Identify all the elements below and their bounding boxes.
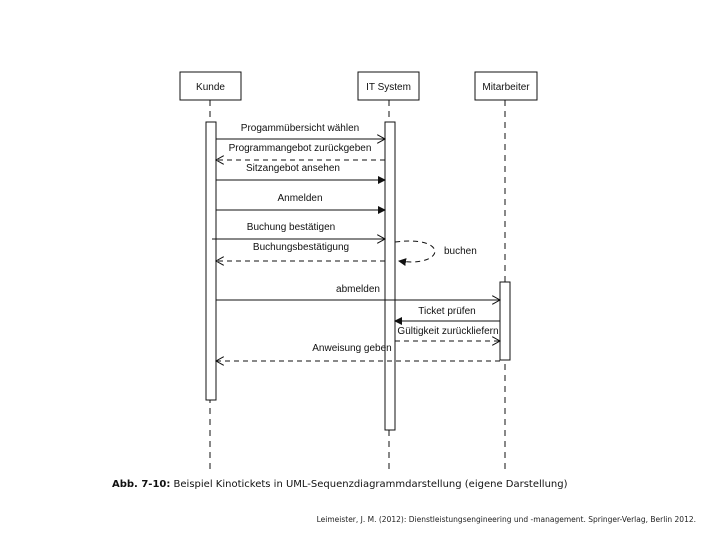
participant-it-system: IT System: [357, 71, 420, 101]
message-anmelden: Anmelden: [216, 193, 386, 214]
participant-it-system-label: IT System: [366, 82, 411, 93]
source-citation: Leimeister, J. M. (2012): Dienstleistung…: [316, 515, 696, 524]
message-ticket-pruefen-label: Ticket prüfen: [418, 306, 475, 317]
message-sitzangebot: Sitzangebot ansehen: [216, 163, 386, 184]
message-ticket-pruefen: Ticket prüfen: [394, 306, 500, 325]
message-anweisung: Anweisung geben: [216, 343, 500, 361]
figure-caption: Abb. 7-10: Beispiel Kinotickets in UML-S…: [112, 479, 568, 490]
figure-caption-prefix: Abb. 7-10:: [112, 479, 171, 490]
message-anmelden-label: Anmelden: [277, 193, 322, 204]
message-abmelden-label: abmelden: [336, 284, 380, 295]
activation-kunde: [205, 121, 217, 401]
message-anweisung-label: Anweisung geben: [312, 343, 392, 354]
message-buchungsbestaetigung: Buchungsbestätigung: [216, 242, 385, 261]
participant-mitarbeiter: Mitarbeiter: [474, 71, 538, 101]
message-programmuebersicht: Progammübersicht wählen: [216, 123, 385, 139]
message-buchung-bestaetigen-label: Buchung bestätigen: [247, 222, 335, 233]
message-programmangebot-label: Programmangebot zurückgeben: [229, 143, 372, 154]
participant-kunde: Kunde: [179, 71, 242, 101]
message-buchungsbestaetigung-label: Buchungsbestätigung: [253, 242, 349, 253]
message-abmelden: abmelden: [216, 284, 500, 300]
figure-caption-text: Beispiel Kinotickets in UML-Sequenzdiagr…: [170, 479, 568, 490]
participant-mitarbeiter-label: Mitarbeiter: [482, 82, 530, 93]
message-buchung-bestaetigen: Buchung bestätigen: [212, 222, 385, 239]
message-programmangebot: Programmangebot zurückgeben: [216, 143, 385, 160]
participant-kunde-label: Kunde: [196, 82, 225, 93]
activation-it-system: [384, 121, 396, 431]
message-buchen-self: buchen: [394, 240, 477, 267]
message-buchen-label: buchen: [444, 246, 477, 257]
message-gueltigkeit: Gültigkeit zurückliefern: [395, 326, 500, 341]
message-gueltigkeit-label: Gültigkeit zurückliefern: [397, 326, 498, 337]
message-sitzangebot-label: Sitzangebot ansehen: [246, 163, 340, 174]
activation-mitarbeiter: [499, 281, 511, 361]
message-programmuebersicht-label: Progammübersicht wählen: [241, 123, 359, 134]
